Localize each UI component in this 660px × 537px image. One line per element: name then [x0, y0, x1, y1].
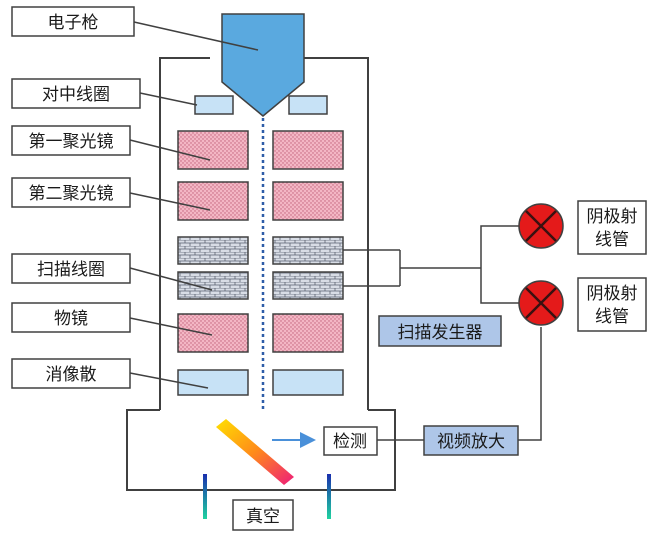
electron-gun-cone: [221, 13, 305, 117]
electron-gun-label-box: [11, 6, 135, 37]
scan-coil-label: 扫描线圈: [37, 260, 105, 280]
detector-label-box: [323, 426, 378, 456]
scan-coil-lower-left: [177, 271, 249, 300]
detector-label: 检测: [333, 432, 367, 452]
leader-lines: [129, 21, 259, 389]
scan-wiring: [343, 225, 542, 441]
crt-2-label-line1: 阴极射: [587, 284, 638, 304]
first-condenser-label: 第一聚光镜: [29, 132, 114, 152]
electrode-right: [327, 474, 331, 519]
stigmator-label-box: [11, 358, 131, 389]
objective-label-box: [11, 302, 131, 333]
first-condenser-right: [272, 130, 344, 170]
second-condenser-left: [177, 181, 249, 221]
first-condenser-left: [177, 130, 249, 170]
centering-coil-label: 对中线圈: [42, 85, 110, 105]
sample: [216, 419, 294, 485]
objective-label: 物镜: [54, 309, 88, 329]
second-condenser-label-box: [11, 177, 131, 208]
vacuum-label: 真空: [246, 507, 280, 527]
centering-coil-right: [288, 95, 328, 115]
stigmator-label: 消像散: [46, 365, 97, 385]
crt-1-label-line1: 阴极射: [587, 207, 638, 227]
objective-left: [177, 313, 249, 353]
second-condenser-label: 第二聚光镜: [29, 184, 114, 204]
centering-coil-label-box: [11, 78, 141, 109]
crt-1-label-box: [577, 200, 647, 255]
electrode-left: [203, 474, 207, 519]
centering-coil-left: [194, 95, 234, 115]
crt-2-label-line2: 线管: [595, 307, 629, 327]
column-outline: [126, 57, 396, 491]
crt-2-label-box: [577, 277, 647, 332]
scan-coil-lower-right: [272, 271, 344, 300]
video-amp-label: 视频放大: [437, 432, 505, 452]
scan-generator-label-box: [378, 315, 502, 347]
scan-coil-label-box: [11, 253, 131, 284]
electron-gun-label: 电子枪: [48, 13, 99, 33]
stigmator-right: [272, 369, 344, 396]
crt-1-label-line2: 线管: [595, 230, 629, 250]
crt-indicator-2: [518, 280, 564, 326]
vacuum-label-box: [232, 499, 294, 531]
first-condenser-label-box: [11, 125, 131, 156]
crt-indicator-1: [518, 203, 564, 249]
scan-coil-upper-right: [272, 236, 344, 265]
stigmator-left: [177, 369, 249, 396]
second-condenser-right: [272, 181, 344, 221]
scan-generator-label: 扫描发生器: [398, 323, 483, 343]
scan-coil-upper-left: [177, 236, 249, 265]
video-amp-label-box: [423, 425, 519, 456]
objective-right: [272, 313, 344, 353]
